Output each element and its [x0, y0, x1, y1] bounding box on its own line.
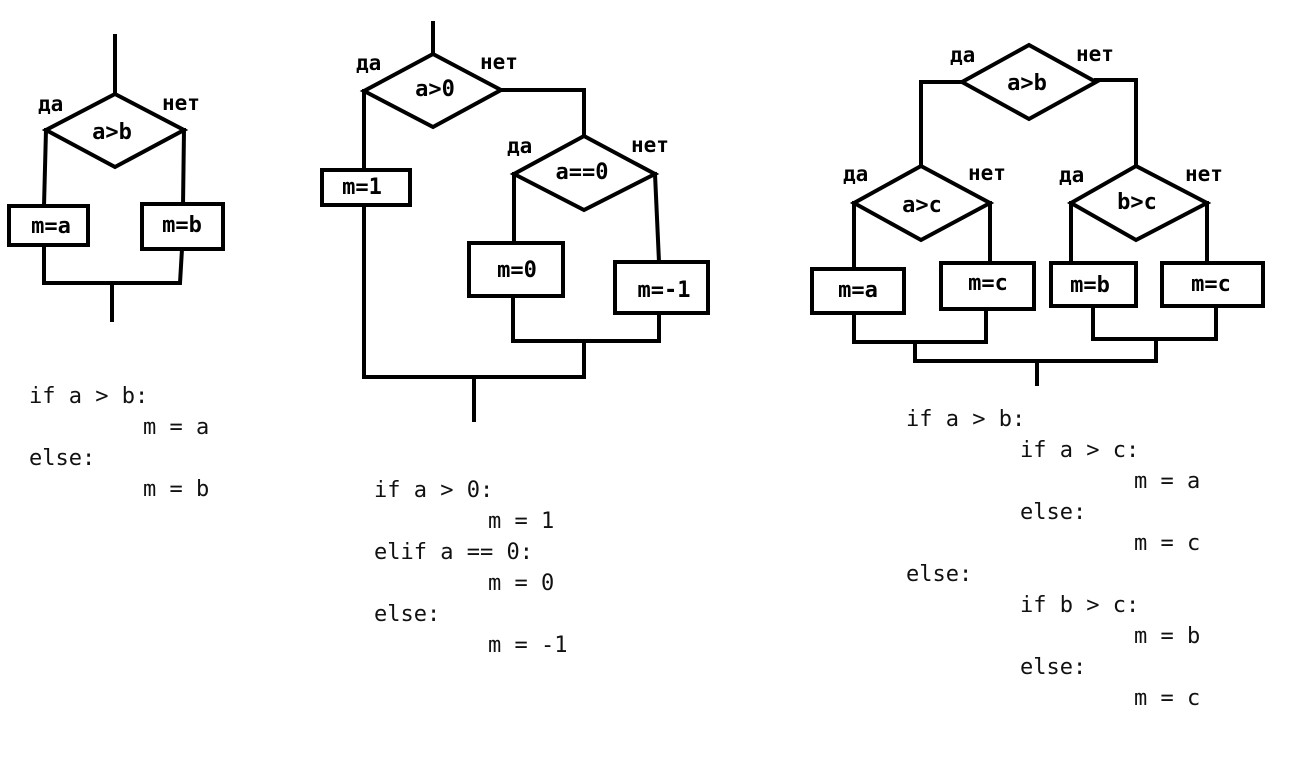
fc1-condition-diamond — [41, 91, 189, 170]
code-line: m = b — [1134, 624, 1201, 649]
code-line: m = 1 — [488, 509, 555, 534]
fc3-right-yes-action-box — [1049, 261, 1138, 308]
code-line: if a > 0: — [374, 478, 494, 503]
code-listing-1: if a > b: m = a else: m = b — [29, 381, 209, 505]
fc2-nested-yes-action-label: m=0 — [497, 258, 537, 283]
fc1-no-label: нет — [162, 91, 200, 115]
fc3-right-yes-label: да — [1059, 163, 1084, 187]
fc3-right-no-action-label: m=c — [1191, 272, 1231, 297]
code-line: m = -1 — [488, 633, 568, 658]
fc3-right-no-action-box — [1160, 261, 1265, 308]
fc1-no-action-box — [140, 202, 225, 251]
fc3-right-merge-line — [1091, 304, 1218, 341]
fc2-yes-action-label: m=1 — [342, 175, 382, 200]
fc3-yes-label: да — [950, 43, 975, 67]
fc1-yes-branch-line — [41, 127, 49, 209]
fc3-no-branch-line — [1094, 78, 1138, 168]
fc3-left-no-label: нет — [968, 161, 1006, 185]
fc2-nested-no-action-label: m=-1 — [638, 278, 691, 303]
code-line: else: — [29, 446, 96, 471]
code-line: if a > c: — [1020, 438, 1140, 463]
code-line: else: — [906, 562, 973, 587]
fc2-nested-no-action-box — [613, 260, 710, 315]
fc2-no-label: нет — [480, 50, 518, 74]
code-line: if a > b: — [906, 407, 1026, 432]
fc2-nested-condition-label: a==0 — [556, 160, 609, 185]
fc2-nested-condition-diamond — [509, 133, 660, 213]
fc3-right-condition-label: b>c — [1117, 190, 1157, 215]
fc3-right-yes-action-label: m=b — [1070, 273, 1110, 298]
code-line: m = c — [1134, 531, 1201, 556]
fc3-left-yes-action-label: m=a — [838, 278, 878, 303]
fc3-left-condition-diamond — [849, 163, 995, 243]
fc1-yes-action-label: m=a — [31, 214, 71, 239]
code-line: m = 0 — [488, 571, 555, 596]
code-line: else: — [1020, 500, 1087, 525]
code-line: if b > c: — [1020, 593, 1140, 618]
fc3-condition-label: a>b — [1007, 71, 1047, 96]
fc3-left-yes-action-box — [810, 267, 906, 315]
flowchart-3: a>b да нет a>c да нет b>c да нет m=a m=c… — [810, 42, 1265, 386]
fc1-no-action-label: m=b — [162, 213, 202, 238]
fc2-no-branch-line — [499, 88, 586, 138]
code-listing-3: if a > b: if a > c: m = a else: m = c else: if… — [906, 404, 1200, 714]
fc2-yes-label: да — [356, 51, 381, 75]
fc2-condition-label: a>0 — [415, 77, 455, 102]
code-line: m = a — [1134, 469, 1201, 494]
fc2-outer-merge-line — [362, 339, 586, 379]
fc1-yes-action-box — [7, 204, 90, 247]
code-listing-2: if a > 0: m = 1 elif a == 0: m = 0 else: m = … — [374, 475, 567, 661]
fc2-condition-diamond — [359, 51, 506, 130]
fc1-yes-label: да — [38, 92, 63, 116]
code-line: else: — [374, 602, 441, 627]
fc3-left-no-action-label: m=c — [968, 271, 1008, 296]
fc1-condition-label: a>b — [92, 120, 132, 145]
fc3-left-condition-label: a>c — [902, 193, 942, 218]
fc2-nested-no-label: нет — [631, 133, 669, 157]
code-line: elif a == 0: — [374, 540, 533, 565]
fc3-right-condition-diamond — [1066, 163, 1212, 243]
fc3-right-no-label: нет — [1185, 162, 1223, 186]
fc3-left-no-action-box — [939, 261, 1036, 311]
fc3-left-yes-label: да — [843, 162, 868, 186]
code-line: else: — [1020, 655, 1087, 680]
fc2-nested-no-line — [652, 171, 662, 265]
fc3-left-merge-line — [852, 307, 988, 344]
flowchart-2: a>0 да нет m=1 a==0 да нет m=0 m=-1 — [320, 21, 710, 422]
fc1-no-branch-line — [180, 127, 187, 209]
fc2-yes-action-box — [320, 168, 412, 207]
code-line: if a > b: — [29, 384, 149, 409]
code-line: m = c — [1134, 686, 1201, 711]
flowchart-1: a>b да нет m=a m=b — [7, 34, 225, 322]
fc3-condition-diamond — [957, 42, 1101, 122]
code-line: m = a — [143, 415, 210, 440]
fc2-nested-yes-label: да — [507, 134, 532, 158]
fc3-yes-branch-line — [919, 80, 964, 168]
code-line: m = b — [143, 477, 210, 502]
fc2-nested-yes-action-box — [467, 241, 565, 298]
fc3-no-label: нет — [1076, 42, 1114, 66]
